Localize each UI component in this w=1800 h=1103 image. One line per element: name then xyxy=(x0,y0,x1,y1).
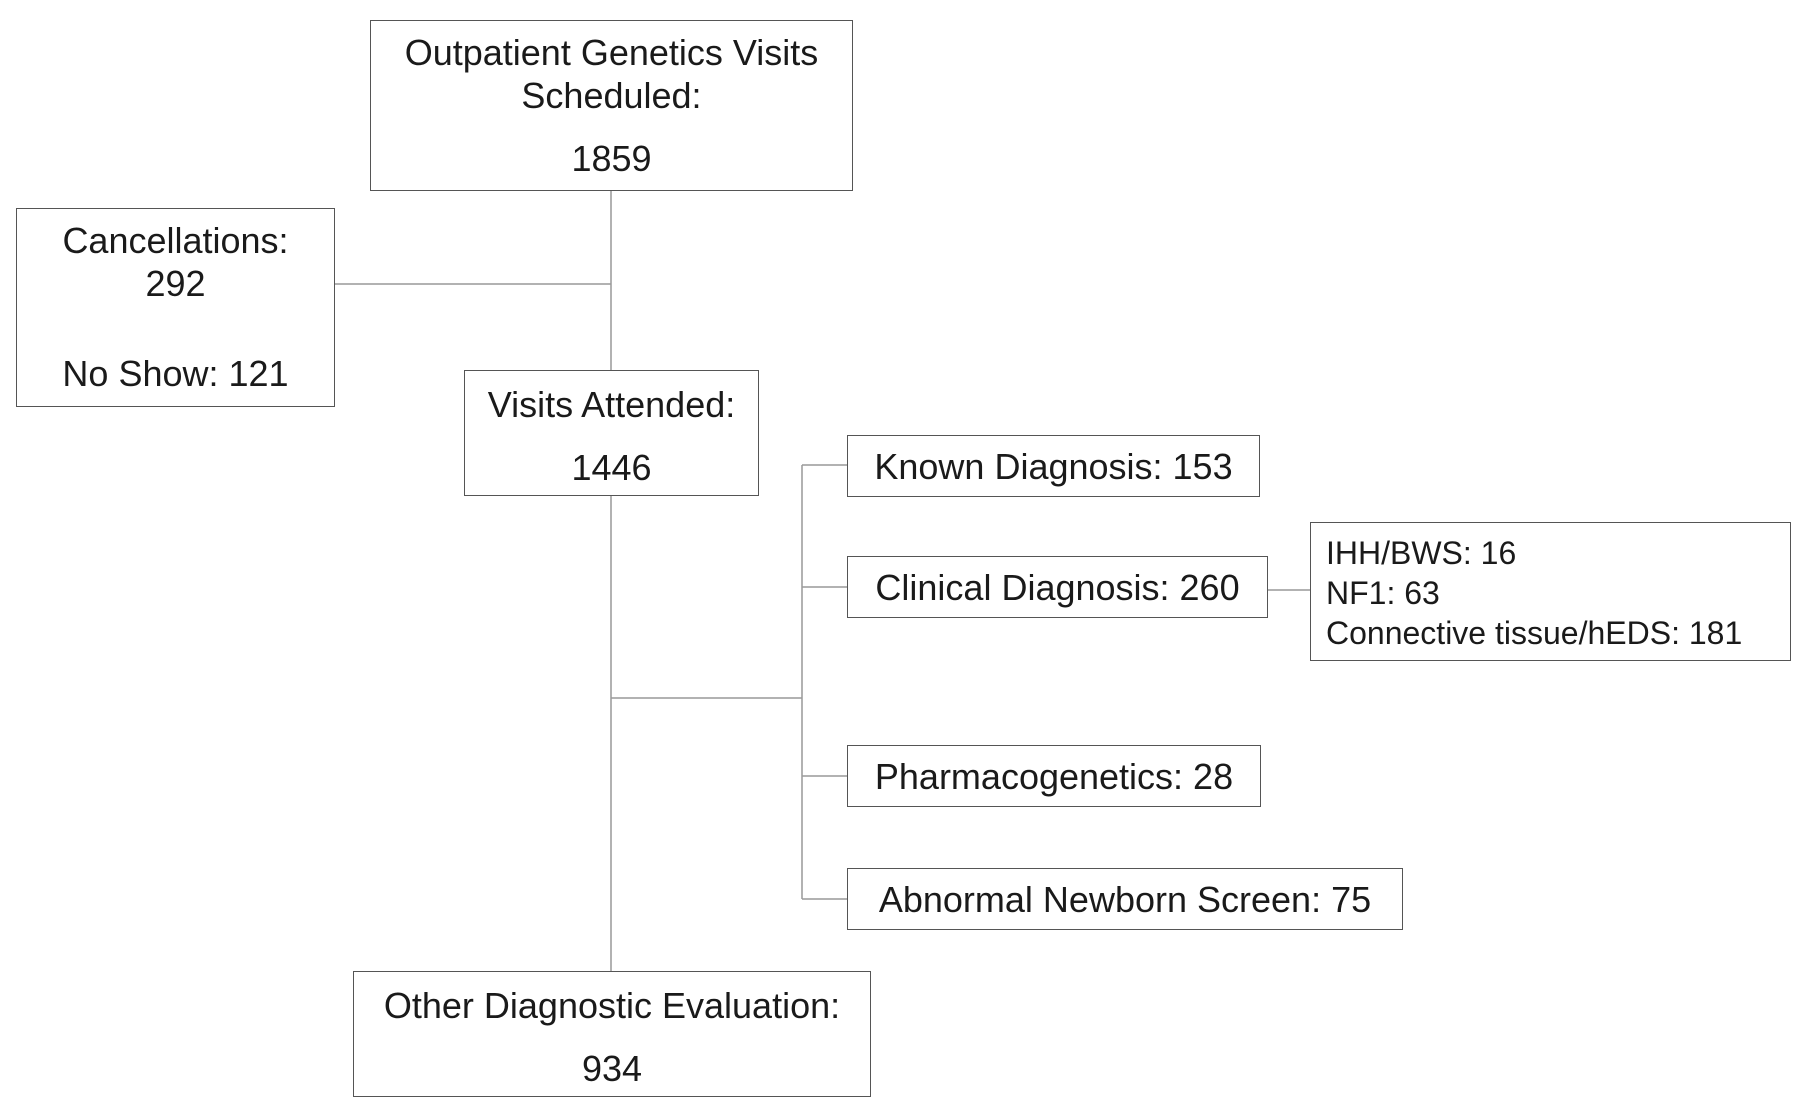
node-known-diagnosis: Known Diagnosis: 153 xyxy=(847,435,1260,497)
scheduled-title-line1: Outpatient Genetics Visits xyxy=(404,32,819,73)
pharmacogenetics-label: Pharmacogenetics: 28 xyxy=(874,756,1234,797)
cancellations-value: 292 xyxy=(145,263,206,304)
clinical-diagnosis-label: Clinical Diagnosis: 260 xyxy=(875,567,1240,608)
scheduled-title-line2: Scheduled: xyxy=(521,75,702,116)
newborn-screen-label: Abnormal Newborn Screen: 75 xyxy=(878,879,1372,920)
node-clinical-diagnosis: Clinical Diagnosis: 260 xyxy=(847,556,1268,618)
node-abnormal-newborn-screen: Abnormal Newborn Screen: 75 xyxy=(847,868,1403,930)
node-visits-attended: Visits Attended: 1446 xyxy=(464,370,759,496)
attended-value: 1446 xyxy=(571,447,652,488)
scheduled-value: 1859 xyxy=(571,138,652,179)
node-pharmacogenetics: Pharmacogenetics: 28 xyxy=(847,745,1261,807)
node-clinical-breakdown: IHH/BWS: 16 NF1: 63 Connective tissue/hE… xyxy=(1310,522,1791,661)
known-diagnosis-label: Known Diagnosis: 153 xyxy=(874,446,1233,487)
other-evaluation-value: 934 xyxy=(581,1048,643,1089)
node-other-diagnostic-evaluation: Other Diagnostic Evaluation: 934 xyxy=(353,971,871,1097)
other-evaluation-title: Other Diagnostic Evaluation: xyxy=(383,985,841,1026)
breakdown-item: IHH/BWS: 16 xyxy=(1326,535,1517,571)
node-visits-scheduled: Outpatient Genetics Visits Scheduled: 18… xyxy=(370,20,853,191)
no-show-label: No Show: 121 xyxy=(62,353,289,394)
node-cancellations: Cancellations: 292 No Show: 121 xyxy=(16,208,335,407)
attended-title: Visits Attended: xyxy=(487,384,736,425)
cancellations-label: Cancellations: xyxy=(62,220,289,261)
breakdown-item: Connective tissue/hEDS: 181 xyxy=(1326,615,1743,651)
breakdown-item: NF1: 63 xyxy=(1326,575,1440,611)
